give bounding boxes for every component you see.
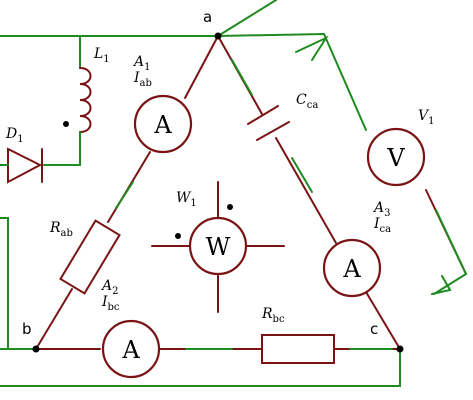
label-Rab: Rab [49, 220, 73, 239]
capacitor-plate-2 [256, 121, 290, 141]
ammeter-A1-circle [133, 94, 193, 154]
ammeter-A3-letter: A [342, 255, 361, 283]
label-W1: W1 [176, 190, 197, 209]
diode-D1 [0, 147, 43, 184]
label-A3-name: A3 [372, 200, 391, 219]
arrow-head-lower [431, 275, 452, 295]
ammeter-A2-circle [101, 319, 161, 379]
ammeter-A3-circle [322, 238, 382, 298]
capacitor-Cca [247, 105, 290, 141]
wire-a-to-V1 [217, 32, 367, 131]
wire-top-right-supply [217, 0, 277, 37]
wire-L1-bottom [43, 131, 81, 166]
W1-dot-voltage [175, 233, 181, 239]
voltmeter-V1-circle [366, 127, 426, 187]
resistor-Rbc [261, 334, 335, 364]
resistor-Rab-body [59, 219, 121, 295]
label-A2-current: Ibc [101, 294, 120, 313]
label-L1: L1 [93, 46, 110, 65]
wire-a-c-green-segment-2 [291, 157, 313, 193]
label-V1: V1 [418, 108, 435, 127]
voltmeter-V1-letter: V [386, 144, 405, 172]
label-A3-current: Ica [373, 216, 391, 235]
inductor-coil [79, 67, 92, 133]
wattmeter-circle [188, 216, 248, 276]
wattmeter-letter: W [206, 233, 231, 261]
label-A1-name: A1 [132, 54, 151, 73]
node-a-label: a [203, 8, 212, 26]
wire-A3-to-c [365, 291, 401, 350]
label-D1: D1 [5, 126, 24, 145]
ammeter-A1: A [133, 94, 193, 154]
inductor-L1 [43, 35, 92, 166]
diode-triangle [7, 147, 43, 184]
wire-left-side-supply [0, 217, 9, 350]
L1-polarity-dot [63, 121, 69, 127]
node-b-dot [32, 345, 40, 353]
node-c-label: c [370, 320, 378, 338]
wire-V1-lower [433, 209, 468, 295]
ammeter-A1-letter: A [153, 111, 172, 139]
label-A2-name: A2 [100, 278, 119, 297]
resistor-Rbc-body [261, 334, 335, 364]
label-Rbc: Rbc [261, 306, 285, 325]
wattmeter-W1: W [151, 181, 285, 313]
arrow-head-upper [295, 35, 329, 61]
label-A1-current: Iab [133, 70, 152, 89]
W1-dot-current [227, 204, 233, 210]
node-b-label: b [22, 320, 32, 338]
ammeter-A2: A [101, 319, 161, 379]
node-a-dot [214, 32, 222, 40]
capacitor-plate-1 [247, 105, 279, 125]
side-a-b [35, 35, 219, 350]
side-a-c [217, 35, 401, 350]
wire-a-to-A1 [184, 35, 219, 99]
label-Cca: Cca [296, 92, 318, 111]
wire-Rab-to-b [35, 288, 73, 350]
resistor-Rab [59, 219, 121, 295]
wire-bottom-return [0, 348, 401, 387]
node-c-dot [396, 345, 404, 353]
wire-A1-green-segment [115, 181, 134, 209]
voltmeter-V1: V [366, 127, 426, 187]
ammeter-A2-letter: A [121, 336, 140, 364]
ammeter-A3: A [322, 238, 382, 298]
wire-a-c-green-segment [231, 59, 253, 96]
wire-Cca-to-A3 [275, 137, 337, 244]
